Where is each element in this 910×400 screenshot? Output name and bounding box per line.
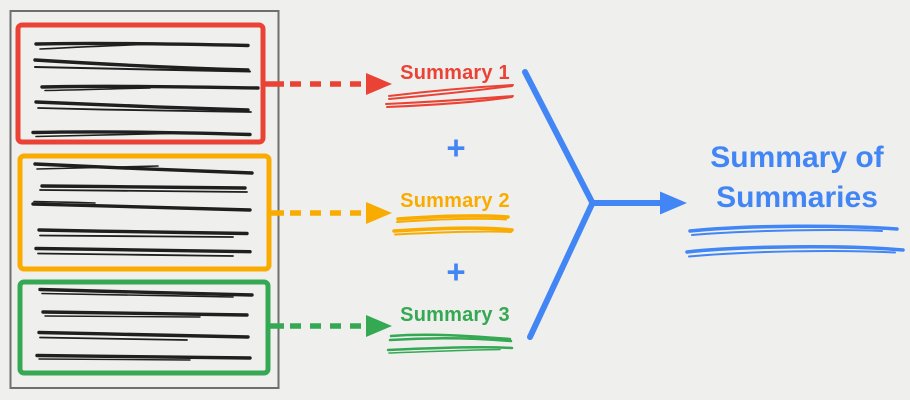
text-line-stroke [40,184,247,190]
text-line-stroke [35,353,252,360]
scribble-stroke [385,95,514,105]
scribble-stroke [386,345,514,352]
text-line-stroke [39,336,188,341]
result-scribble [685,224,905,258]
summary3-scribble [386,333,514,354]
merge-line-bottom [527,201,595,340]
scribble-stroke [685,245,905,254]
text-line-stroke [31,202,252,212]
scribble-stroke [392,226,514,233]
scribble-stroke [396,214,510,221]
scribble-stroke [396,217,507,223]
text-line-stroke [39,189,248,193]
text-line-stroke [38,358,191,361]
scribble-stroke [389,333,512,341]
text-line-stroke [31,130,252,137]
text-line-stroke [37,252,234,257]
text-line-stroke [33,58,250,72]
scribble-stroke [691,229,883,236]
text-line-stroke [36,165,159,170]
arrowhead [366,73,392,95]
result-label-line-1: Summary of [710,141,884,174]
text-line-stroke [33,200,96,204]
document-frame [9,10,280,389]
text-line-stroke [35,132,171,138]
text-line-stroke [34,100,250,112]
arrowhead [660,191,687,215]
arrow-chunk1-to-summary1 [263,73,392,95]
summary2-scribble [392,214,514,236]
text-line-stroke [33,162,254,175]
arrowhead [366,315,392,337]
scribble-stroke [688,249,896,258]
plus-operator-1: + [446,129,466,166]
arrow-chunk2-to-summary2 [269,202,392,224]
text-line-stroke [44,315,201,318]
merge-line-top [522,69,595,205]
result-label-line-2: Summaries [716,181,878,214]
text-line-stroke [40,84,260,90]
scribble-stroke [388,84,514,97]
scribble-stroke [388,348,501,354]
text-line-stroke [44,87,151,92]
summary-1-label: Summary 1 [400,62,510,84]
plus-operator-2: + [446,253,466,290]
merge-arrow [522,69,687,340]
chunk-text-scribbles [31,41,260,361]
text-line-stroke [41,292,234,298]
text-line-stroke [39,43,161,50]
text-line-stroke [41,310,249,317]
scribble-stroke [688,224,899,233]
summary1-scribble [385,84,514,108]
text-line-stroke [37,107,252,113]
text-line-stroke [39,234,234,238]
text-line-stroke [37,330,250,339]
arrow-chunk3-to-summary3 [268,315,392,337]
scribble-stroke [388,85,513,100]
result-label: Summary of Summaries [672,138,910,218]
text-line-stroke [37,228,249,236]
text-line-stroke [38,287,254,297]
text-line-stroke [34,66,251,73]
arrowhead [366,202,392,224]
scribble-stroke [386,96,513,108]
text-line-stroke [34,41,250,48]
scribble-stroke [394,230,512,236]
text-line-stroke [34,246,252,254]
summary-3-label: Summary 3 [400,304,510,326]
scribble-stroke [388,336,513,343]
summary-2-label: Summary 2 [400,190,510,212]
